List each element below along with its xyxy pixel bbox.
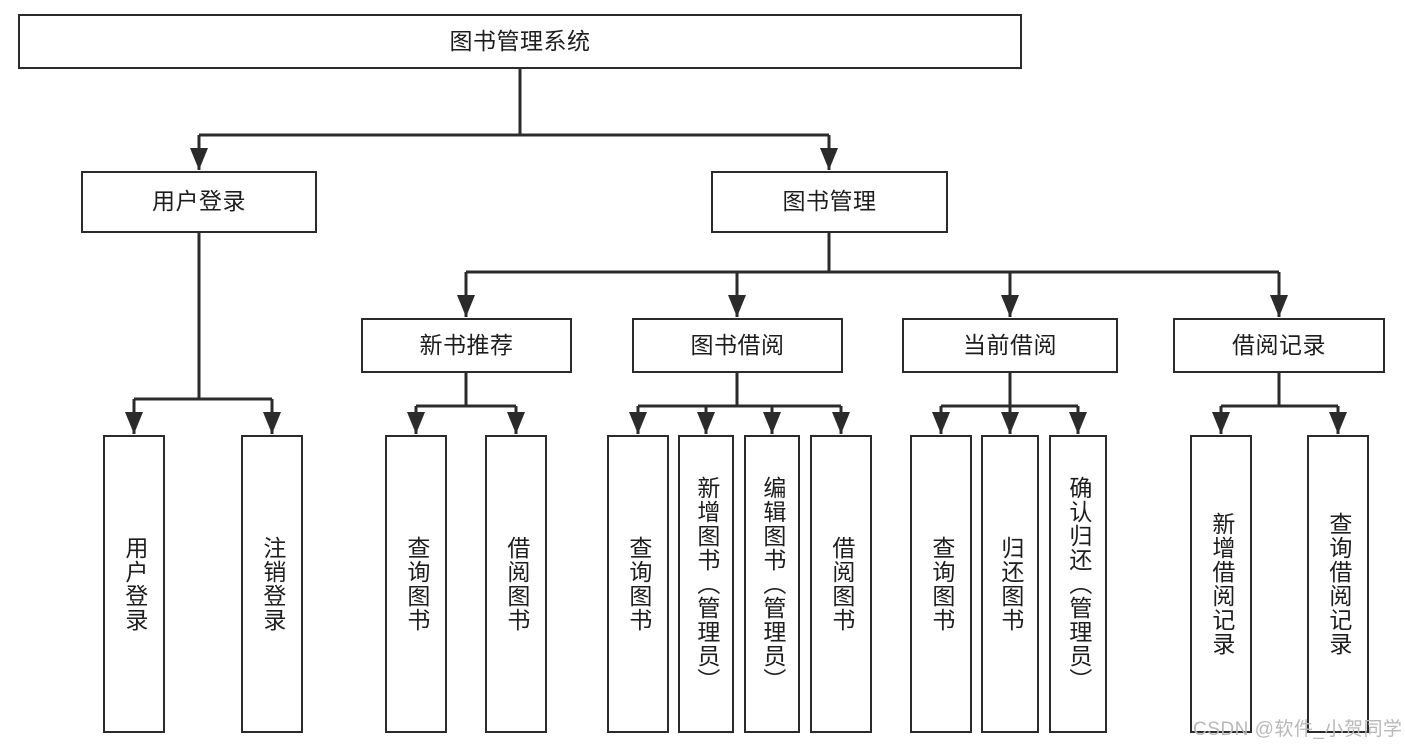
leaf-add-book-label: 新增图书（管理员） (693, 476, 720, 692)
leaf-query-record-label: 查询借阅记录 (1325, 512, 1352, 656)
node-new-book-recommend-label: 新书推荐 (419, 331, 514, 358)
node-new-book-recommend[interactable]: 新书推荐 (361, 318, 572, 373)
leaf-add-record-label: 新增借阅记录 (1208, 512, 1235, 656)
node-root[interactable]: 图书管理系统 (18, 14, 1022, 69)
leaf-add-book[interactable]: 新增图书（管理员） (678, 435, 734, 733)
node-borrow-record[interactable]: 借阅记录 (1173, 318, 1385, 373)
leaf-add-record[interactable]: 新增借阅记录 (1190, 435, 1252, 733)
leaf-edit-book[interactable]: 编辑图书（管理员） (744, 435, 800, 733)
leaf-logout[interactable]: 注销登录 (241, 435, 303, 733)
leaf-return-book-label: 归还图书 (997, 536, 1024, 632)
csdn-watermark: CSDN @软件_小贺同学 (1193, 719, 1403, 740)
leaf-query-book-3[interactable]: 查询图书 (910, 435, 972, 733)
node-book-borrow[interactable]: 图书借阅 (632, 318, 843, 373)
leaf-edit-book-label: 编辑图书（管理员） (759, 476, 786, 692)
leaf-borrow-book-2[interactable]: 借阅图书 (810, 435, 872, 733)
node-book-manage[interactable]: 图书管理 (711, 171, 948, 233)
node-user-login[interactable]: 用户登录 (81, 171, 317, 233)
leaf-query-book-3-label: 查询图书 (928, 536, 955, 632)
leaf-borrow-book-1[interactable]: 借阅图书 (485, 435, 547, 733)
leaf-query-book-2-label: 查询图书 (625, 536, 652, 632)
node-current-borrow[interactable]: 当前借阅 (902, 318, 1118, 373)
leaf-borrow-book-2-label: 借阅图书 (828, 536, 855, 632)
node-current-borrow-label: 当前借阅 (963, 331, 1057, 358)
node-book-manage-label: 图书管理 (782, 188, 877, 215)
leaf-logout-label: 注销登录 (259, 536, 286, 632)
leaf-return-book[interactable]: 归还图书 (981, 435, 1039, 733)
node-borrow-record-label: 借阅记录 (1232, 331, 1326, 358)
leaf-query-book-1[interactable]: 查询图书 (385, 435, 447, 733)
leaf-user-login[interactable]: 用户登录 (103, 435, 165, 733)
leaf-borrow-book-1-label: 借阅图书 (503, 536, 530, 632)
leaf-query-book-2[interactable]: 查询图书 (607, 435, 669, 733)
leaf-confirm-return-label: 确认归还（管理员） (1065, 476, 1092, 692)
node-user-login-label: 用户登录 (152, 188, 246, 215)
leaf-confirm-return[interactable]: 确认归还（管理员） (1049, 435, 1107, 733)
leaf-query-record[interactable]: 查询借阅记录 (1307, 435, 1369, 733)
node-book-borrow-label: 图书借阅 (690, 331, 785, 358)
leaf-query-book-1-label: 查询图书 (403, 536, 430, 632)
node-root-label: 图书管理系统 (449, 27, 591, 54)
leaf-user-login-label: 用户登录 (121, 536, 148, 632)
